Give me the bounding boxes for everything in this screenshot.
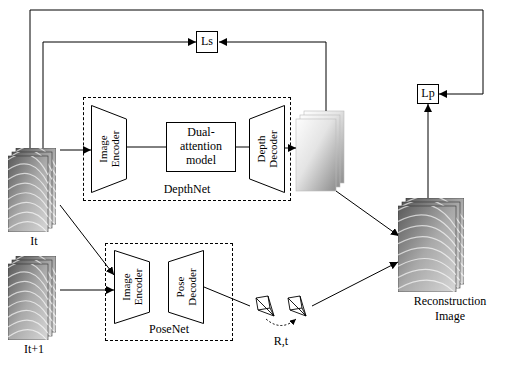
image-label-holder: It <box>8 234 60 249</box>
input-image <box>398 206 456 292</box>
input-image <box>8 264 48 340</box>
decoder-block: Depth Decoder <box>249 105 285 193</box>
camera-rays <box>256 296 274 316</box>
camera-pose-node: R,t <box>250 294 312 356</box>
flow-line <box>219 42 326 111</box>
process-box: Ls <box>196 31 218 53</box>
image-stripe <box>8 330 48 340</box>
group-label-holder: PoseNet <box>106 322 232 337</box>
node-label: PoseNet <box>106 322 232 337</box>
motion-arc <box>266 319 296 326</box>
image-stripe <box>8 156 48 175</box>
trapezoid-outline <box>92 106 127 193</box>
image-label-holder: Reconstruction Image <box>398 294 502 324</box>
image-texture <box>8 156 48 232</box>
camera-frustum <box>288 296 306 316</box>
image-stripe <box>8 281 48 299</box>
node-label: Pose Decoder <box>174 265 198 309</box>
connector <box>428 104 429 198</box>
group-label-holder: DepthNet <box>84 182 290 197</box>
flow-line <box>284 148 296 149</box>
node-label: It <box>8 234 60 249</box>
image-stripe <box>8 183 48 200</box>
image-stripe <box>8 212 48 225</box>
image-stripe <box>8 310 48 324</box>
camera-pose-icons <box>250 294 312 330</box>
image-stripe <box>8 202 48 216</box>
process-box: Lp <box>417 84 439 104</box>
connector <box>127 147 166 148</box>
process-box: Dual-attention model <box>166 122 236 172</box>
image-stripe <box>398 280 456 292</box>
pose-label-holder: R,t <box>250 334 312 349</box>
image-stripe <box>398 269 456 284</box>
image-stripe <box>8 222 48 232</box>
input-image <box>8 156 48 232</box>
node-label: Reconstruction Image <box>398 294 502 324</box>
image-stripe <box>8 173 48 191</box>
encoder-block: Image Encoder <box>114 250 150 324</box>
image-stack <box>8 256 56 340</box>
image-stack <box>398 198 464 292</box>
node-label: It+1 <box>8 342 60 357</box>
node-label: Ls <box>201 35 213 49</box>
connector <box>236 147 249 148</box>
image-stack-node: Reconstruction Image <box>398 198 502 338</box>
camera-frustum <box>256 296 274 316</box>
image-stack <box>8 148 56 232</box>
image-stack-node: It+1 <box>8 256 60 356</box>
network-group: PoseNet Image Encoder Pose Decoder <box>105 243 233 341</box>
node-label: Image Encoder <box>97 123 121 176</box>
node-label: Depth Decoder <box>255 123 279 176</box>
connector <box>60 150 91 151</box>
image-stripe <box>8 320 48 333</box>
connector <box>204 287 250 306</box>
trapezoid-outline <box>169 251 204 324</box>
network-group: DepthNet Image Encoder Dual-attention mode… <box>83 97 291 201</box>
image-texture <box>398 206 456 292</box>
camera-rays <box>288 296 306 316</box>
image-stripe <box>8 264 48 283</box>
encoder-block: Image Encoder <box>91 105 127 193</box>
image-stack-node: It <box>8 148 60 248</box>
node-label: R,t <box>250 334 312 349</box>
depth-map <box>296 119 336 191</box>
image-label-holder: It+1 <box>8 342 60 357</box>
node-label: Lp <box>421 87 434 101</box>
decoder-block: Pose Decoder <box>168 250 204 324</box>
camera-plane <box>256 296 270 310</box>
camera-plane <box>288 296 302 310</box>
flow-line <box>336 191 399 236</box>
node-label: Image Encoder <box>120 265 144 309</box>
image-texture <box>8 264 48 340</box>
image-stripe <box>398 237 456 256</box>
image-stripe <box>8 291 48 308</box>
trapezoid-outline <box>115 251 150 324</box>
connector <box>312 262 398 306</box>
node-label: DepthNet <box>84 182 290 197</box>
image-stripe <box>398 226 456 247</box>
trapezoid-outline <box>250 106 285 193</box>
image-stripe <box>398 259 456 275</box>
node-label: Dual-attention model <box>169 126 233 167</box>
image-stripe <box>398 206 456 228</box>
